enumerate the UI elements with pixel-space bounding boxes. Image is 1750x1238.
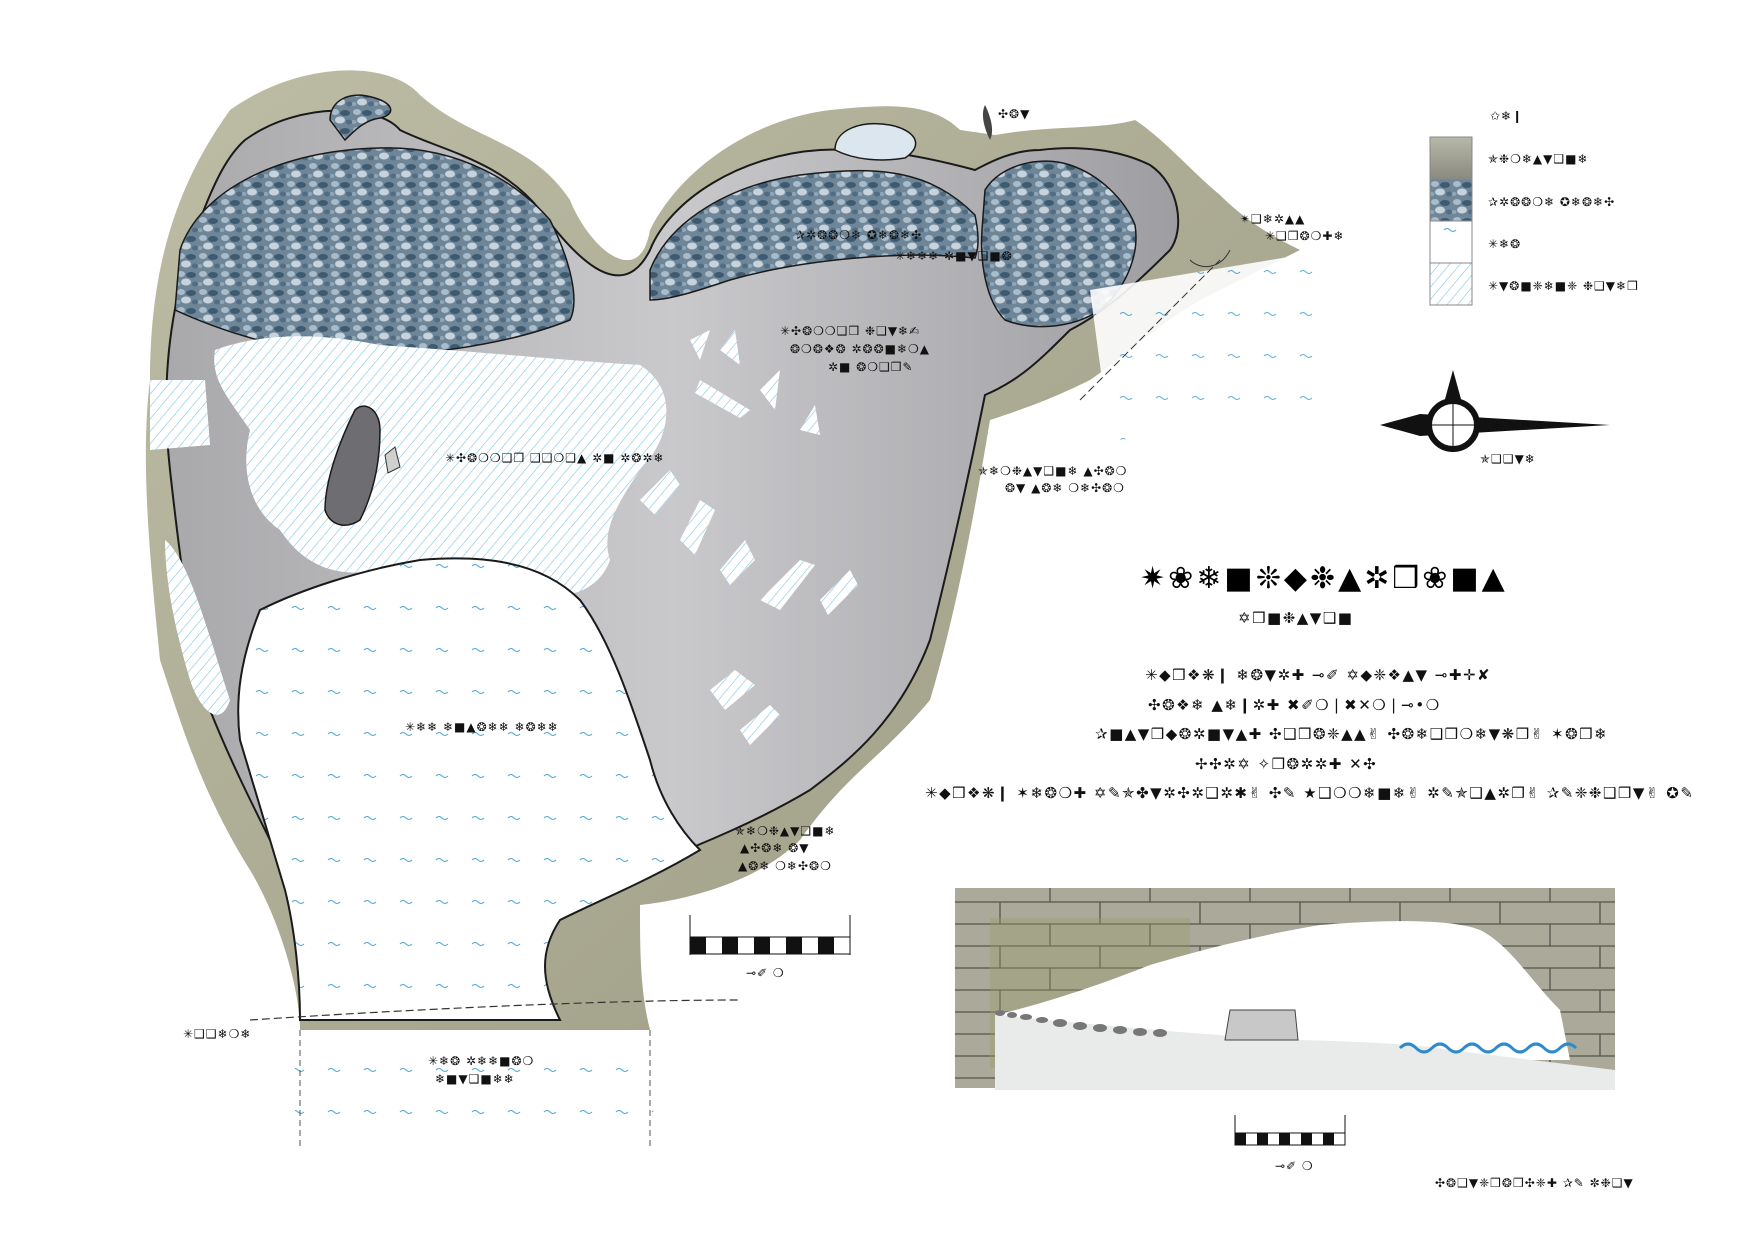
section-water-line — [1398, 1042, 1578, 1054]
entrance-line-right-cave — [1079, 259, 1221, 401]
legend-label-pebbles: ✰✲❂❂❍❄ ✪❄❂❄✣ — [1488, 195, 1615, 209]
section-passage — [995, 921, 1570, 1060]
north-arrow-icon: ✯❑❑▼❄ — [1380, 370, 1610, 466]
marker-icon — [982, 105, 993, 140]
section-floor — [995, 1015, 1615, 1090]
note-line-4: ✢✣✲✡ ✧❒❂✲✲✚ ✕✣ — [1195, 755, 1377, 773]
shallow-pool-channels — [640, 330, 858, 745]
pebble-area-mid — [649, 169, 979, 301]
section-scale-bar: ⊸✐ ❍ — [1234, 1115, 1346, 1173]
label-pools-right-3: ✲■ ❂❍❑❒✎ — [828, 360, 914, 374]
legend-label-sea: ✳❄❂ — [1488, 237, 1521, 251]
sea-inside — [237, 557, 702, 1021]
note-line-5: ✳◆❒❖❋❙ ✶❄❂❍✚ ✡✎✯✤▼✲✣✲❑✲✱✌ ✣✎ ★❑❍❍❄■❄✌ ✲✎… — [925, 784, 1694, 802]
legend-swatch-hatch — [1429, 262, 1473, 306]
rock-small — [384, 446, 401, 474]
drip-line — [249, 999, 741, 1021]
legend: ✩❄❙ ✯❉❍❄▲▼❑■❄ ✰✲❂❂❍❄ ✪❄❂❄✣ ✳❄❂ ✳▼❂■❈❄■❈ … — [1429, 109, 1639, 306]
label-outer-edge: ✳❑❑❄❍❄ — [183, 1027, 251, 1041]
map-subtitle: ✡❒■❉▲▼❑■ — [1238, 609, 1353, 627]
shallow-pool-left-strip — [165, 540, 230, 715]
map-title: ✷❀❄■❊◆❉▲✲❒❀■▲ — [1140, 561, 1508, 596]
plan-scale-bar: ⊸✐ ❍ — [689, 915, 851, 980]
label-pool-left: ✳✣❂❍❍❑❒ ❑❑❍❑▲ ✲■ ✲❂✲❄ — [445, 451, 665, 465]
label-limestone-lower-1: ✯❄❍❉▲▼❑■❄ — [735, 824, 836, 838]
label-limestone-right-2: ❂▼ ▲❂❄ ❍❄✣❂❍ — [1005, 481, 1125, 495]
rock-pillar — [324, 405, 381, 526]
legend-label-limestone: ✯❉❍❄▲▼❑■❄ — [1488, 152, 1589, 166]
note-line-1: ✳◆❒❖❋❙ ❄❂▼✲✚ ⊸✐ ✡◆❈❖▲▼ ⊸✚✛✘ — [1145, 666, 1491, 684]
map-credit: ✣❂❑▼❈❒❂❒✣❈✚ ✰✎ ✼❉❑▼ — [1435, 1176, 1634, 1190]
section-scale-label: ⊸✐ ❍ — [1275, 1159, 1314, 1173]
label-limestone-lower-2: ▲✣❂❄ ❂▼ — [740, 841, 810, 855]
section-boulder — [1224, 1009, 1299, 1041]
shallow-pool-left — [150, 380, 210, 450]
legend-swatch-sea — [1429, 220, 1473, 264]
pebble-lobe-top-mid — [834, 123, 917, 161]
legend-label-hatch: ✳▼❂■❈❄■❈ ❉❑▼❄❒ — [1488, 279, 1639, 293]
label-neck: ✳❄❄❄ ✲■▼❑■❂ — [895, 249, 1013, 263]
cave-plan: ✰✲❂❂❍❄ ✪❄❂❄✣ ✳❄❄❄ ✲■▼❑■❂ ✳✣❂❍❍❑❒ ❑❑❍❑▲ ✲… — [145, 70, 1345, 1150]
sea-outside-right — [1090, 250, 1330, 440]
plan-scale-label: ⊸✐ ❍ — [746, 966, 785, 980]
label-sea-bottom-2: ❄■▼❑■❄❄ — [435, 1072, 515, 1086]
label-small-annot-2: ✳❑❒❂❍✚❄ — [1265, 229, 1345, 243]
label-small-annot: ✴❑❄✲▲▲ — [1240, 212, 1305, 226]
cave-section — [955, 888, 1615, 1090]
label-sea-bottom-1: ✳❄❂ ✲❄❄■❂❍ — [428, 1054, 534, 1068]
sea-outside — [295, 1030, 655, 1150]
label-upper-pebbles: ✰✲❂❂❍❄ ✪❄❂❄✣ — [795, 228, 922, 242]
section-pebbles — [995, 1010, 1167, 1037]
label-top-annot: ✣❂▼ — [998, 107, 1030, 121]
label-limestone-lower-3: ▲❂❄ ❍❄✣❂❍ — [738, 859, 832, 873]
label-sea-mid: ✳❄❄ ❄■▲❂❄❄ ❄❂❄❄ — [405, 720, 559, 734]
legend-swatch-pebbles — [1429, 178, 1473, 222]
north-label: ✯❑❑▼❄ — [1480, 452, 1536, 466]
note-line-3: ✰■▲▼❒◆❂✲■▼▲✚ ✣❑❒❂❈▲▲✌ ✣❂❄❑❒❍❄▼❋❒✌ ✶❂❒❄ — [1095, 725, 1608, 743]
pebble-lobe-top-left — [329, 94, 392, 142]
shallow-pool-main — [214, 336, 667, 595]
pebble-area-right — [980, 160, 1137, 328]
label-limestone-right-1: ✯❄❍❉▲▼❑■❄ ▲✣❂❍ — [978, 464, 1127, 478]
legend-heading: ✩❄❙ — [1490, 109, 1523, 123]
note-line-2: ✣❂❖❄ ▲❄❙✲✚ ✖✐❍❘✖✕❍❘⊸•❍ — [1148, 696, 1441, 714]
legend-swatch-limestone — [1429, 136, 1473, 180]
arrow-annot — [1189, 249, 1231, 268]
label-pools-right-2: ❂❍❂❖❂ ✲❂❂■❄❍▲ — [790, 342, 930, 356]
label-pools-right-1: ✳✣❂❍❍❑❒ ❉❑▼❄✍ — [780, 324, 920, 338]
